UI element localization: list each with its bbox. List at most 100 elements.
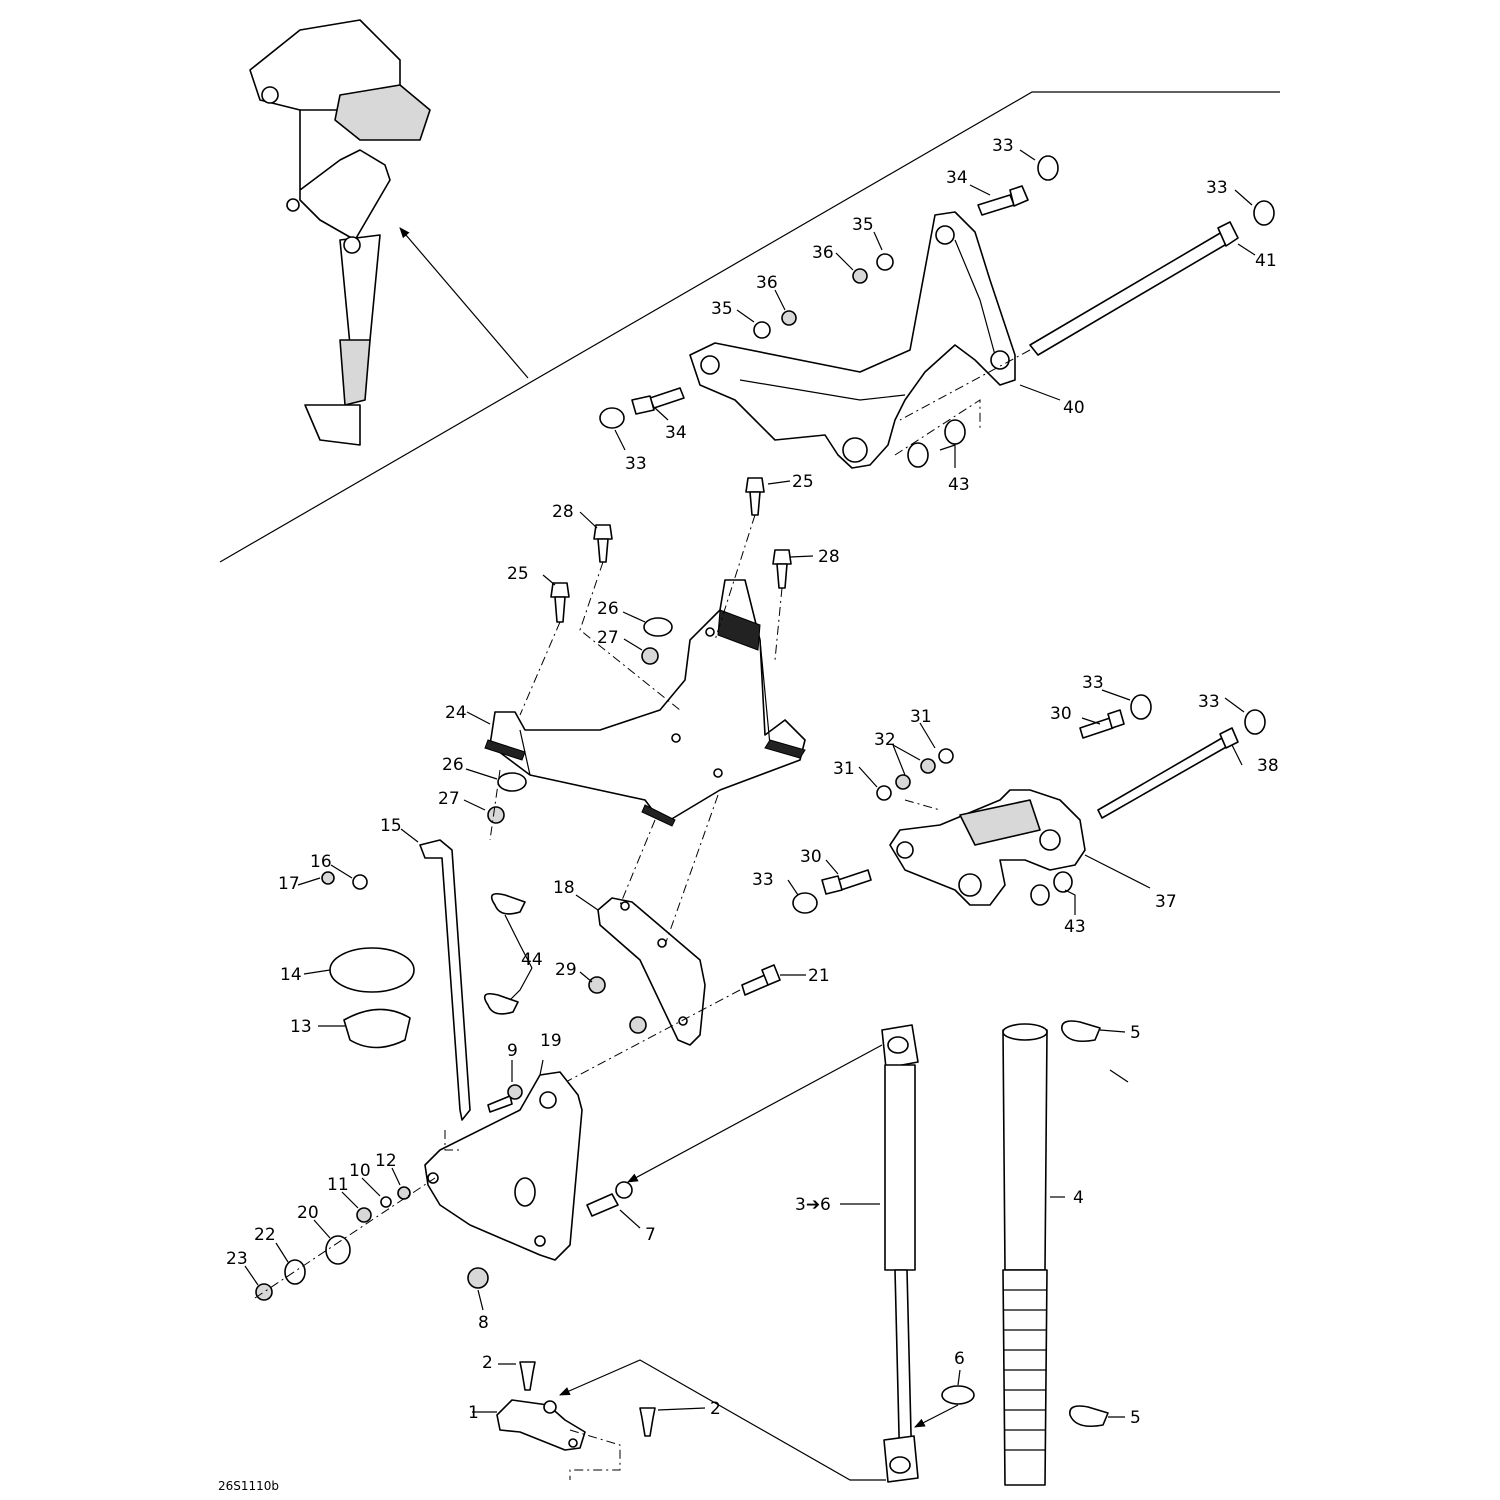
callout-1: 1 (468, 1403, 479, 1423)
nut-32-b (895, 774, 911, 790)
strap-14 (329, 947, 415, 993)
bushing-43-b (944, 419, 966, 445)
callout-28-left: 28 (552, 502, 574, 522)
boot-13 (343, 1008, 411, 1049)
callout-27-upper: 27 (597, 628, 619, 648)
callout-25-left: 25 (507, 564, 529, 584)
callout-23: 23 (226, 1249, 248, 1269)
callout-3-to-6: 3➔6 (795, 1195, 831, 1215)
bushing-33-e (1244, 709, 1266, 735)
shaft-38 (1097, 737, 1229, 819)
inset-pointer-arrow (399, 227, 529, 379)
section-divider-line (219, 91, 1280, 563)
callout-41: 41 (1255, 251, 1277, 271)
callout-33-c: 33 (625, 454, 647, 474)
callout-2-upper: 2 (482, 1353, 493, 1373)
callout-11: 11 (327, 1175, 349, 1195)
nut-27-upper (641, 647, 659, 665)
callout-31-upper: 31 (910, 707, 932, 727)
washer-35-b (753, 321, 771, 339)
callout-30-upper: 30 (1050, 704, 1072, 724)
callout-10: 10 (349, 1161, 371, 1181)
callout-13: 13 (290, 1017, 312, 1037)
bushing-33-a (1037, 155, 1059, 181)
callout-37: 37 (1155, 892, 1177, 912)
bushing-43-c (1030, 884, 1050, 906)
clamp-44-lower (483, 992, 519, 1015)
callout-labels: 1 2 2 3➔6 4 5 5 6 7 8 9 10 11 12 13 14 1… (218, 136, 1279, 1493)
callout-40: 40 (1063, 398, 1085, 418)
nut-29-upper (588, 976, 606, 994)
plate-18 (597, 897, 706, 1046)
nut-17 (321, 871, 335, 885)
callout-43-lower: 43 (1064, 917, 1086, 937)
callout-20: 20 (297, 1203, 319, 1223)
bolt-2-upper (519, 1361, 536, 1391)
callout-36-upper: 36 (812, 243, 834, 263)
callout-25-upper: 25 (792, 472, 814, 492)
bushing-33-d (1130, 694, 1152, 720)
swing-arm-37 (889, 789, 1086, 906)
leader-lines (244, 149, 1256, 1418)
ball-stud-7 (586, 1193, 619, 1217)
callout-44: 44 (521, 950, 543, 970)
callout-33-a: 33 (992, 136, 1014, 156)
washer-31-a (938, 748, 954, 764)
nut-27-lower (487, 806, 505, 824)
nut-29-lower (629, 1016, 647, 1034)
spacer-12 (397, 1186, 411, 1200)
callout-29: 29 (555, 960, 577, 980)
callout-36-lower: 36 (756, 273, 778, 293)
bolt-25-left (550, 582, 570, 623)
callout-7: 7 (645, 1225, 656, 1245)
bolt-34-upper (977, 194, 1015, 216)
callout-26-upper: 26 (597, 599, 619, 619)
bushing-33-c (599, 407, 625, 429)
washer-26-lower (497, 772, 527, 792)
callout-35-upper: 35 (852, 215, 874, 235)
callout-34-upper: 34 (946, 168, 968, 188)
nut-23 (255, 1283, 273, 1301)
bushing-33-f (792, 892, 818, 914)
shaft-41 (1029, 231, 1231, 356)
washer-16 (352, 874, 368, 890)
clamp-5-lower (1069, 1405, 1109, 1428)
bolt-21 (741, 974, 769, 996)
callout-33-b: 33 (1206, 178, 1228, 198)
callout-9: 9 (507, 1041, 518, 1061)
bolt-9 (487, 1095, 513, 1113)
callout-12: 12 (375, 1151, 397, 1171)
bolt-2-lower (639, 1407, 656, 1437)
swing-arm-40 (689, 211, 1016, 469)
callout-30-lower: 30 (800, 847, 822, 867)
bracket-24 (484, 579, 806, 827)
callout-17: 17 (278, 874, 300, 894)
callout-22: 22 (254, 1225, 276, 1245)
callout-14: 14 (280, 965, 302, 985)
callout-5-lower: 5 (1130, 1408, 1141, 1428)
callout-19: 19 (540, 1031, 562, 1051)
callout-26-lower: 26 (442, 755, 464, 775)
washer-10 (380, 1196, 392, 1208)
callout-5-upper: 5 (1130, 1023, 1141, 1043)
washer-22 (284, 1259, 306, 1285)
callout-43-upper: 43 (948, 475, 970, 495)
callout-28-right: 28 (818, 547, 840, 567)
callout-34-lower: 34 (665, 423, 687, 443)
callout-35-lower: 35 (711, 299, 733, 319)
washer-35-a (876, 253, 894, 271)
drawing-code: 26S1110b (218, 1479, 279, 1493)
nut-36-b (781, 310, 797, 326)
callout-15: 15 (380, 816, 402, 836)
callout-8: 8 (478, 1313, 489, 1333)
bushing-43-a (907, 442, 929, 468)
bushing-20 (325, 1235, 351, 1265)
clamp-44-upper (490, 892, 526, 915)
callout-38: 38 (1257, 756, 1279, 776)
callout-18: 18 (553, 878, 575, 898)
nut-11 (356, 1207, 372, 1223)
callout-24: 24 (445, 703, 467, 723)
callout-33-e: 33 (1198, 692, 1220, 712)
